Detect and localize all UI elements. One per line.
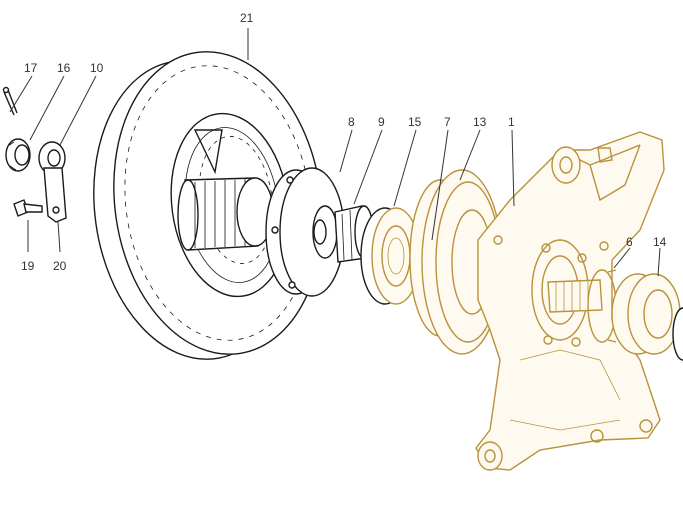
bearing-part-15 [360, 207, 421, 305]
inner-stub-shaft [547, 279, 603, 313]
split-pin-part-17 [2, 86, 18, 116]
callout-15: 15 [408, 115, 422, 129]
callout-6: 6 [626, 235, 633, 249]
callout-7: 7 [444, 115, 451, 129]
lock-plate-part-20 [43, 167, 67, 223]
callout-labels: 17 16 10 21 8 9 15 7 13 1 6 14 19 20 [21, 11, 667, 273]
callout-17: 17 [24, 61, 38, 75]
bolt-part-19 [13, 199, 43, 217]
splined-shaft [177, 177, 274, 251]
bearing-part-14 [611, 273, 683, 361]
callout-10: 10 [90, 61, 104, 75]
leader-lines [9, 28, 661, 277]
castle-nut-part-16 [5, 138, 31, 172]
hub-flange-part-8 [265, 167, 345, 297]
callout-16: 16 [57, 61, 71, 75]
callout-21: 21 [240, 11, 254, 25]
callout-9: 9 [378, 115, 385, 129]
callout-19: 19 [21, 259, 35, 273]
callout-14: 14 [653, 235, 667, 249]
washer-part-10 [38, 141, 66, 175]
callout-13: 13 [473, 115, 487, 129]
callout-8: 8 [348, 115, 355, 129]
callout-1: 1 [508, 115, 515, 129]
callout-20: 20 [53, 259, 67, 273]
